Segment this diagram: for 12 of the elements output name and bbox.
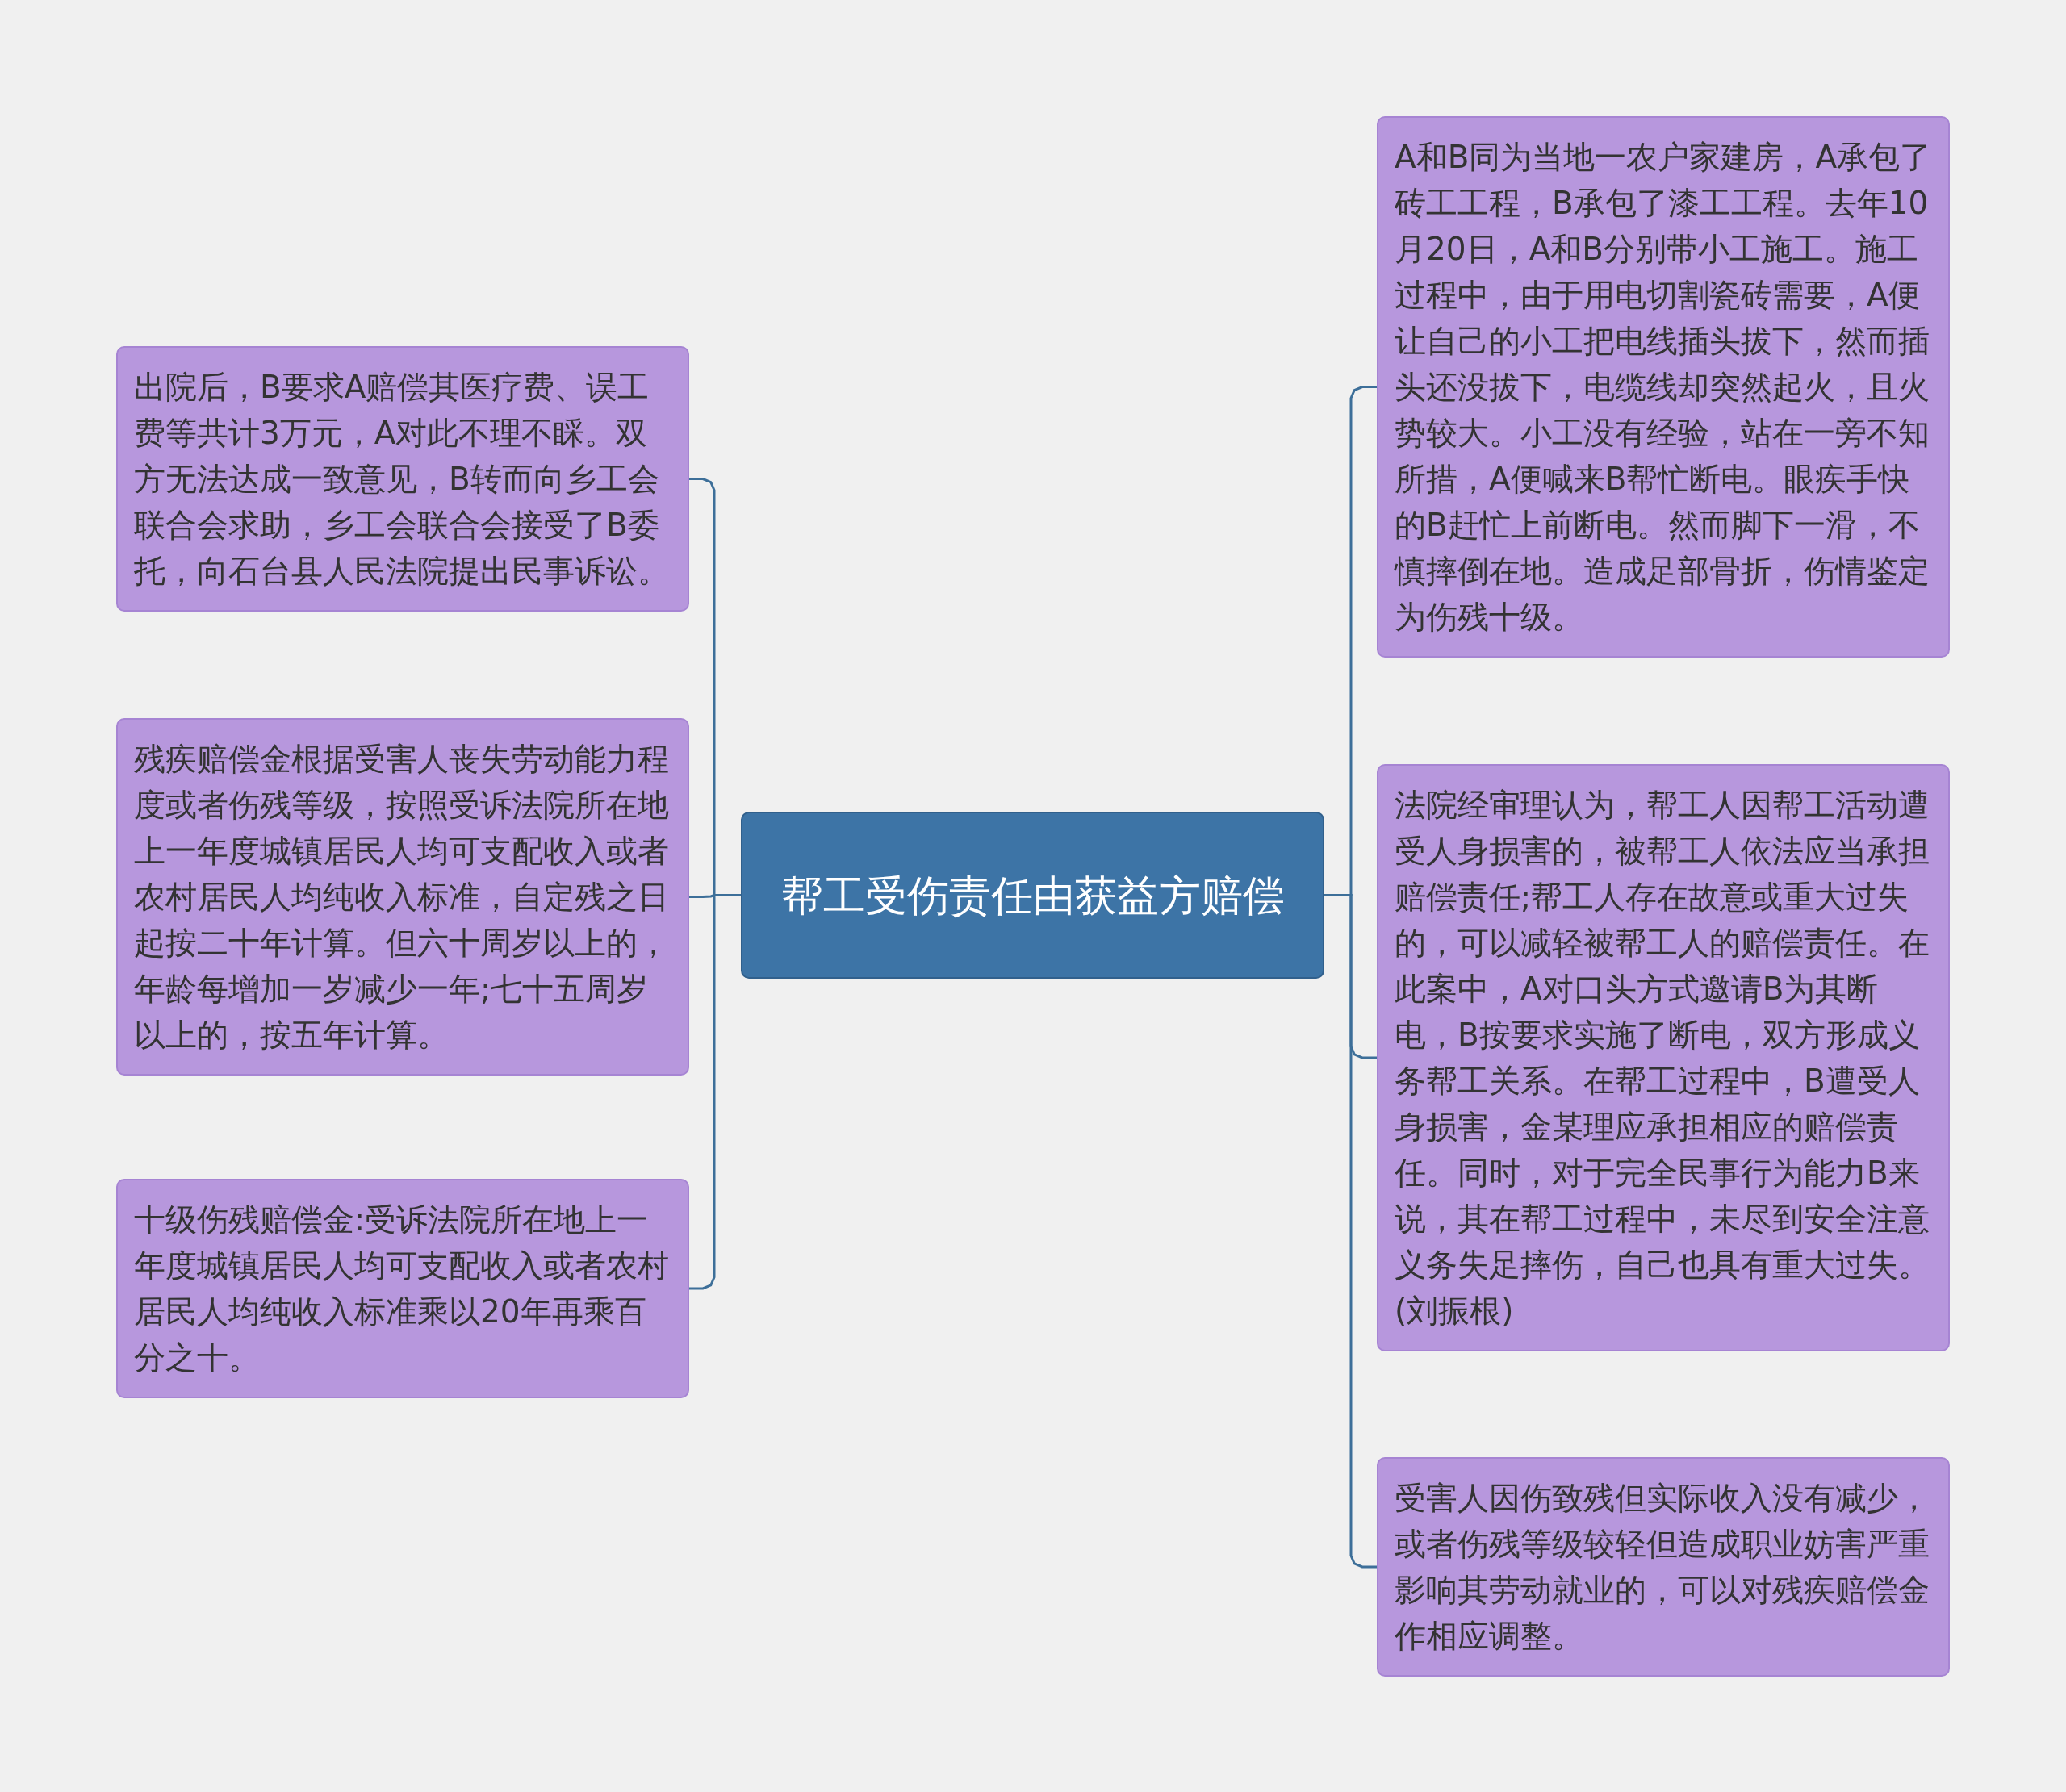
- topic-text: 十级伤残赔偿金:受诉法院所在地上一年度城镇居民人均可支配收入或者农村居民人均纯收入标准乘以20年再乘百分之十。: [134, 1201, 670, 1377]
- topic-text: 帮工受伤责任由获益方赔偿: [780, 870, 1285, 921]
- topic-text: A和B同为当地一农户家建房，A承包了砖工工程，B承包了漆工工程。去年10月20日，A和B分别带小工施工。施工过程中，由于用电切割瓷砖需要，A便让自己的小工把电线插头拔下，然而插头还没拔下，电缆线却突然起火，且火势较大。小工没有经验，站在一旁不知所措，A便喊来B帮忙断电。眼疾手快的B赶忙上前断电。然而脚下一滑，不慎摔倒在地。造成足部骨折，伤情鉴定为伤残十级。: [1395, 138, 1932, 637]
- topic-text: 受害人因伤致残但实际收入没有减少，或者伤残等级较轻但造成职业妨害严重影响其劳动就业的，可以对残疾赔偿金作相应调整。: [1395, 1479, 1930, 1656]
- topic-box: [116, 1179, 689, 1398]
- topic-box: [116, 718, 689, 1076]
- central-topic-box: [741, 812, 1324, 979]
- topic-text: 出院后，B要求A赔偿其医疗费、误工费等共计3万元，A对此不理不睬。双方无法达成一致意见，B转而向乡工会联合会求助，乡工会联合会接受了B委托，向石台县人民法院提出民事诉讼。: [134, 368, 670, 591]
- topic-text: 法院经审理认为，帮工人因帮工活动遭受人身损害的，被帮工人依法应当承担赔偿责任;帮工人存在故意或重大过失的，可以减轻被帮工人的赔偿责任。在此案中，A对口头方式邀请B为其断电，B按要求实施了断电，双方形成义务帮工关系。在帮工过程中，B遭受人身损害，金某理应承担相应的赔偿责任。同时，对于完全民事行为能力B来说，其在帮工过程中，未尽到安全注意义务失足摔伤，自己也具有重大过失。(刘振根): [1395, 786, 1930, 1330]
- topic-text: 残疾赔偿金根据受害人丧失劳动能力程度或者伤残等级，按照受诉法院所在地上一年度城镇居民人均可支配收入或者农村居民人均纯收入标准，自定残之日起按二十年计算。但六十周岁以上的，年龄每增加一岁减少一年;七十五周岁以上的，按五年计算。: [134, 740, 670, 1055]
- topic-box: [116, 346, 689, 612]
- topic-box: [1377, 1457, 1950, 1677]
